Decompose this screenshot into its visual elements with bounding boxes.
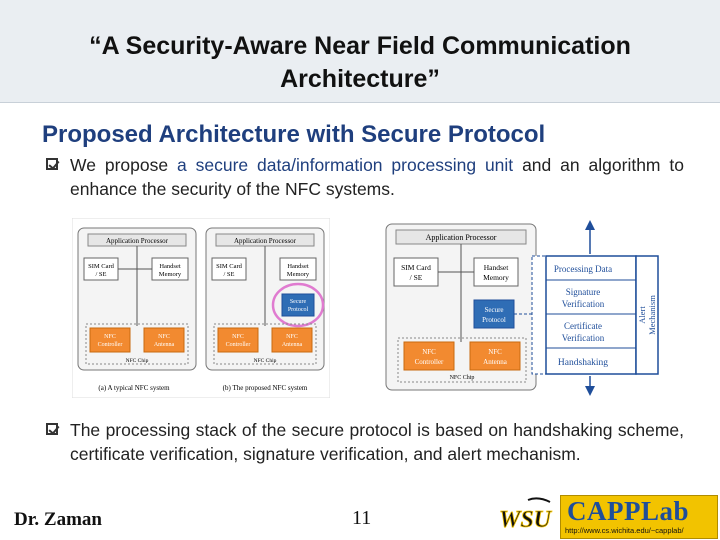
label-sim-card-se: / SE (95, 271, 106, 278)
capplab-logo-text: CAPPLab (567, 496, 690, 526)
label-nfc: NFC (286, 334, 298, 340)
label-controller: Controller (415, 358, 444, 366)
bullet-proposal: We propose a secure data/information pro… (46, 153, 684, 201)
label-nfc: NFC (104, 334, 116, 340)
label-nfc: NFC (158, 334, 170, 340)
arrow-up-icon (585, 220, 595, 230)
section-subtitle: Proposed Architecture with Secure Protoc… (42, 121, 546, 148)
bullet-highlight: a secure data/information processing uni… (176, 155, 514, 175)
label-application-processor: Application Processor (106, 237, 169, 245)
bullet-processing-stack: The processing stack of the secure proto… (46, 418, 684, 466)
arrow-down-icon (585, 386, 595, 396)
stack-mechanism: Mechanism (647, 295, 657, 335)
checkbox-bullet-icon (46, 423, 58, 435)
label-sim-card: SIM Card (401, 263, 431, 272)
slide-title: “A Security-Aware Near Field Communicati… (89, 32, 631, 93)
page-number: 11 (352, 507, 372, 529)
capplab-logo: CAPPLab http://www.cs.wichita.edu/~cappl… (560, 495, 718, 539)
bullet-text: We propose a secure data/information pro… (70, 155, 684, 199)
caption-b: (b) The proposed NFC system (223, 384, 308, 392)
bullet-text: The processing stack of the secure proto… (70, 420, 684, 464)
label-antenna: Antenna (282, 342, 303, 348)
stack-signature-verification: Verification (562, 299, 605, 309)
label-sim-card-se: / SE (223, 271, 234, 278)
label-nfc: NFC (232, 334, 244, 340)
label-application-processor: Application Processor (234, 237, 297, 245)
label-protocol: Protocol (288, 307, 309, 313)
secure-protocol-highlight-circle (271, 282, 325, 328)
checkbox-bullet-icon (46, 158, 58, 170)
label-handset: Handset (484, 263, 509, 272)
label-sim-card-se: / SE (410, 273, 423, 282)
label-memory: Memory (483, 273, 509, 282)
label-nfc: NFC (488, 348, 502, 356)
label-sim-card: SIM Card (88, 263, 115, 270)
label-memory: Memory (159, 271, 182, 278)
label-sim-card: SIM Card (216, 263, 243, 270)
wsu-logo: WSU (499, 497, 553, 533)
label-application-processor: Application Processor (426, 233, 497, 242)
stack-handshaking: Handshaking (558, 358, 608, 368)
stack-processing-data: Processing Data (554, 264, 612, 274)
presenter-name: Dr. Zaman (14, 509, 102, 530)
label-nfc: NFC (422, 348, 436, 356)
label-antenna: Antenna (483, 358, 508, 366)
label-handset: Handset (287, 263, 308, 270)
slide-header: “A Security-Aware Near Field Communicati… (0, 0, 720, 103)
label-protocol: Protocol (482, 316, 506, 324)
figure-nfc-comparison: Application Processor SIM Card / SE Hand… (72, 218, 330, 398)
label-memory: Memory (287, 271, 310, 278)
label-handset: Handset (159, 263, 180, 270)
figure-secure-protocol-stack: Application Processor SIM Card / SE Hand… (382, 218, 688, 398)
protocol-stack: Processing Data Signature Verification C… (531, 220, 659, 396)
label-secure: Secure (484, 306, 503, 314)
label-nfc-chip: NFC Chip (450, 375, 475, 381)
caption-a: (a) A typical NFC system (98, 384, 170, 392)
label-antenna: Antenna (154, 342, 175, 348)
diagram-proposed-nfc: Application Processor SIM Card / SE Hand… (205, 227, 325, 392)
label-nfc-chip: NFC Chip (126, 358, 149, 364)
stack-certificate: Certificate (564, 321, 602, 331)
label-secure: Secure (290, 299, 307, 305)
stack-certificate-verification: Verification (562, 333, 605, 343)
stack-alert: Alert (637, 306, 647, 324)
label-nfc-chip: NFC Chip (254, 358, 277, 364)
capplab-url: http://www.cs.wichita.edu/~capplab/ (565, 526, 684, 535)
label-controller: Controller (226, 342, 251, 348)
stack-signature: Signature (566, 287, 601, 297)
wsu-logo-text: WSU (499, 507, 553, 533)
diagram-typical-nfc: Application Processor SIM Card / SE Hand… (77, 227, 197, 392)
label-controller: Controller (98, 342, 123, 348)
